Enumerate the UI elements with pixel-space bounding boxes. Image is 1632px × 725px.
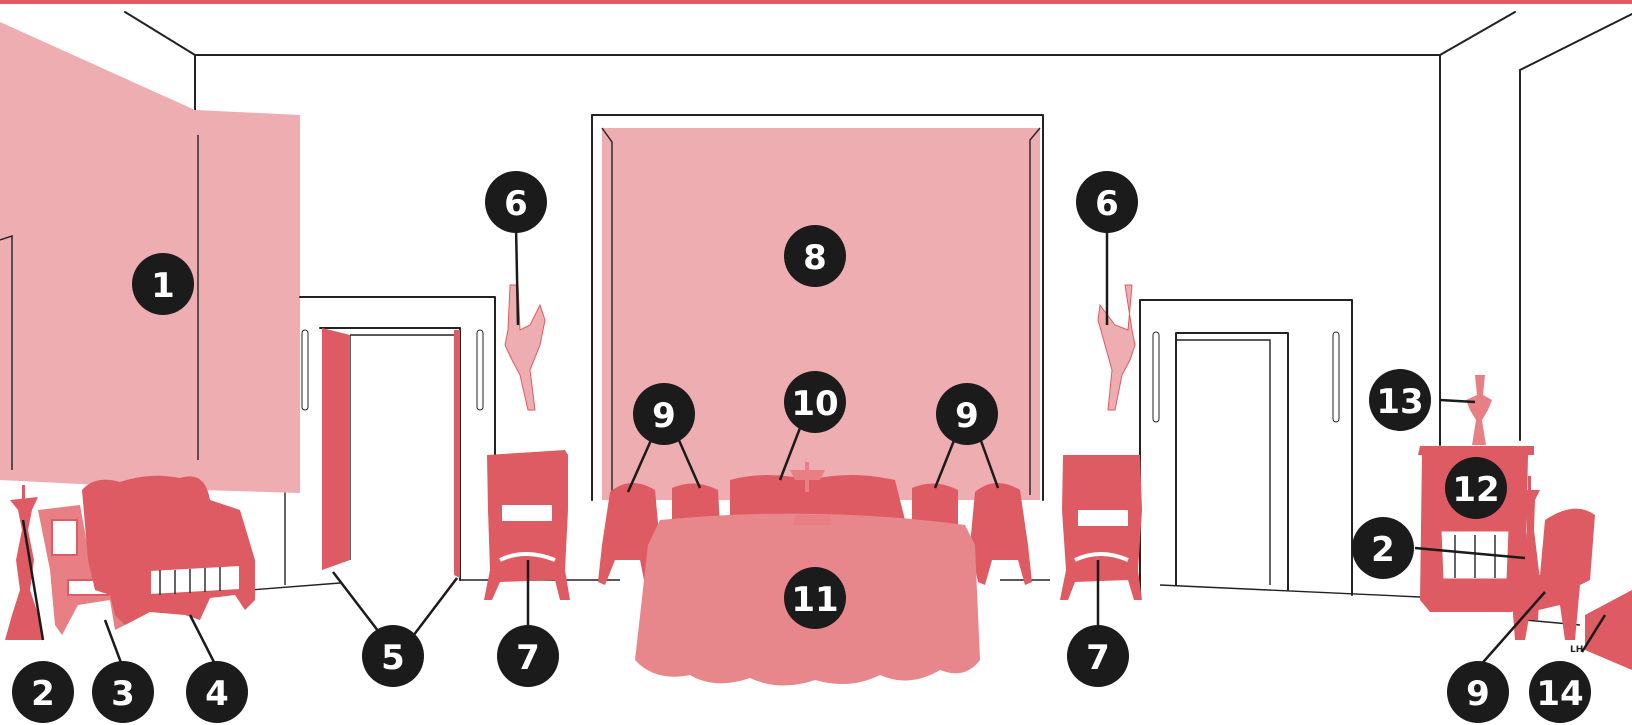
right-doorway <box>1140 300 1352 595</box>
left-door-panel-right <box>454 330 460 578</box>
svg-text:14: 14 <box>1536 674 1583 714</box>
left-doorway <box>300 297 495 585</box>
sconce-left-shape <box>505 285 545 410</box>
corner-piece-shape <box>1585 590 1632 670</box>
svg-text:6: 6 <box>504 184 528 224</box>
callout-9-left: 9 <box>633 383 695 445</box>
svg-text:5: 5 <box>381 638 405 678</box>
svg-text:2: 2 <box>1371 530 1395 570</box>
settee-center-shape <box>730 475 905 520</box>
callout-7-right: 7 <box>1067 625 1129 687</box>
callout-2-right: 2 <box>1352 517 1414 579</box>
small-chair-3 <box>912 483 958 525</box>
svg-text:3: 3 <box>111 674 135 714</box>
callout-14: 14 <box>1529 661 1591 723</box>
svg-text:12: 12 <box>1452 470 1499 510</box>
artist-initials: LH <box>1570 645 1583 655</box>
callout-6-left: 6 <box>485 171 547 233</box>
candlestand-left-shape <box>5 485 42 640</box>
callout-11: 11 <box>784 567 846 629</box>
svg-text:11: 11 <box>791 580 838 620</box>
callout-5: 5 <box>362 625 424 687</box>
svg-text:7: 7 <box>1086 638 1110 678</box>
svg-text:1: 1 <box>151 266 175 306</box>
callout-1: 1 <box>132 253 194 315</box>
callout-12: 12 <box>1445 457 1507 519</box>
svg-text:6: 6 <box>1095 184 1119 224</box>
svg-text:9: 9 <box>955 396 979 436</box>
callout-9-right: 9 <box>936 383 998 445</box>
svg-text:9: 9 <box>652 396 676 436</box>
callout-7-left: 7 <box>497 625 559 687</box>
pedestal-shape <box>1466 375 1492 445</box>
svg-text:4: 4 <box>205 674 229 714</box>
left-door-panel <box>322 328 350 570</box>
svg-text:10: 10 <box>791 384 838 424</box>
callout-4: 4 <box>186 661 248 723</box>
callout-10: 10 <box>784 371 846 433</box>
armchair-right-shape <box>1060 455 1142 600</box>
callout-2-left: 2 <box>12 661 74 723</box>
settee-left-shape <box>82 476 255 625</box>
svg-text:9: 9 <box>1466 674 1490 714</box>
callout-3: 3 <box>92 661 154 723</box>
svg-text:2: 2 <box>31 674 55 714</box>
callout-8: 8 <box>784 225 846 287</box>
sconce-right-shape <box>1098 285 1135 410</box>
svg-text:8: 8 <box>803 238 827 278</box>
callout-6-right: 6 <box>1076 171 1138 233</box>
svg-text:13: 13 <box>1376 382 1423 422</box>
svg-text:7: 7 <box>516 638 540 678</box>
callout-9-far-right: 9 <box>1447 661 1509 723</box>
callout-13: 13 <box>1369 369 1431 431</box>
